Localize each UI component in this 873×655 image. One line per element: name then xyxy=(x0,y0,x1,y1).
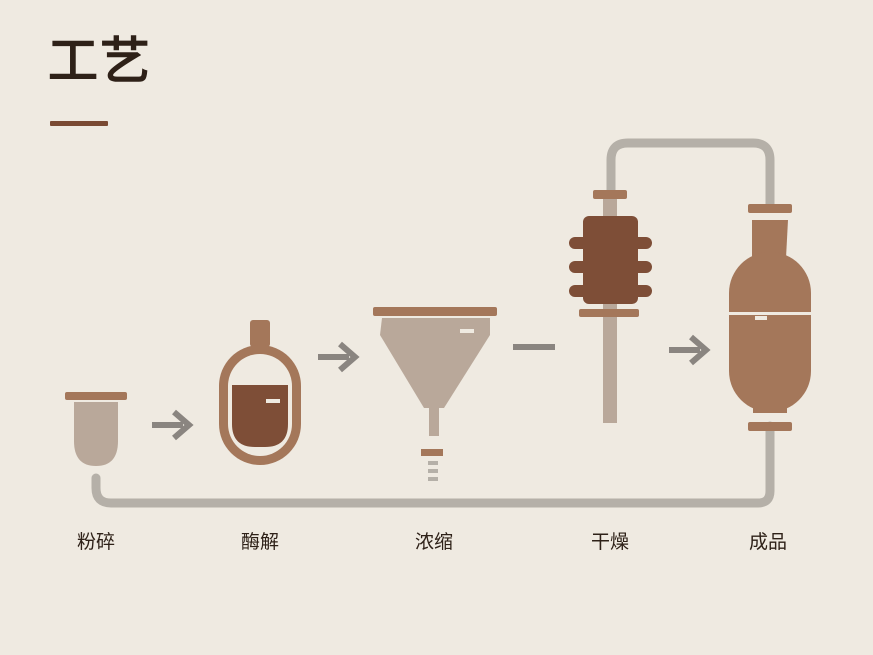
arrow-right-icon xyxy=(152,409,194,441)
dryer-column-icon xyxy=(569,190,652,423)
grinder-drip-dots xyxy=(93,476,99,496)
step-label-product: 成品 xyxy=(748,531,788,553)
step-label-grinding: 粉碎 xyxy=(76,531,116,553)
enzymolysis-flask-icon xyxy=(219,320,301,465)
concentration-funnel-icon xyxy=(373,307,497,481)
product-vessel-icon xyxy=(729,204,811,431)
page-title: 工艺 xyxy=(48,32,152,90)
top-pipe xyxy=(606,138,775,212)
title-underline xyxy=(50,121,108,126)
arrow-right-icon xyxy=(318,341,360,373)
step-label-concentration: 浓缩 xyxy=(414,531,454,553)
step-label-enzymolysis: 酶解 xyxy=(240,531,280,553)
arrow-right-icon xyxy=(669,334,711,366)
grinder-cup-icon xyxy=(65,392,127,466)
step-label-drying: 干燥 xyxy=(590,531,630,553)
